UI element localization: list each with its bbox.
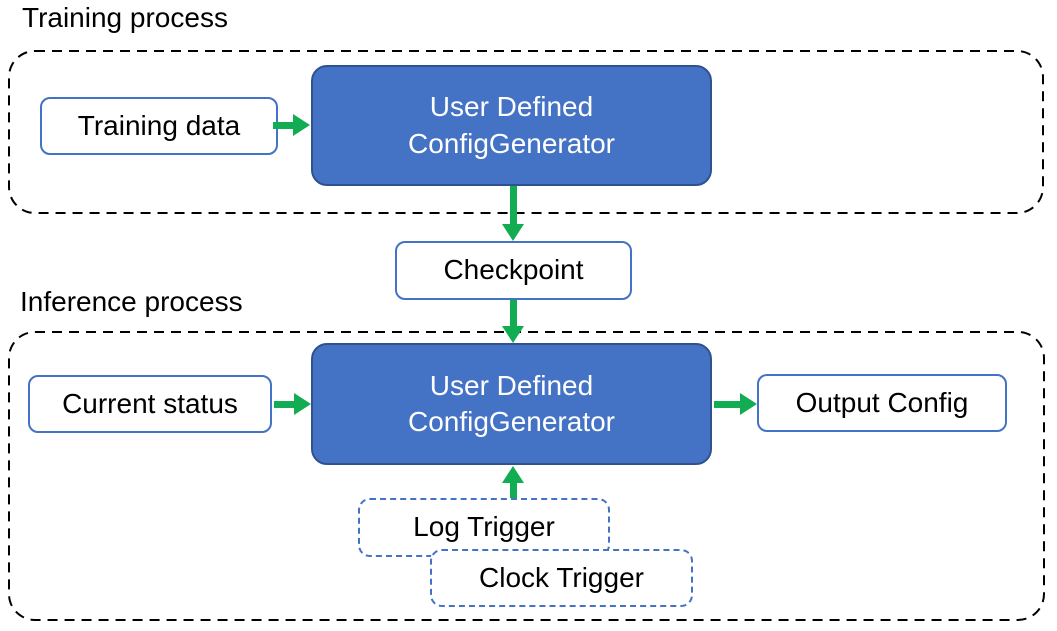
arrow-head xyxy=(502,326,524,343)
arrow-current-status-to-generator xyxy=(274,393,311,415)
training-config-generator-node: User Defined ConfigGenerator xyxy=(311,65,712,186)
arrow-generator-to-output-config xyxy=(714,393,757,415)
current-status-node: Current status xyxy=(28,375,272,433)
checkpoint-node: Checkpoint xyxy=(395,241,632,300)
clock-trigger-node: Clock Trigger xyxy=(430,549,693,607)
arrow-head xyxy=(502,224,524,241)
inference-process-container xyxy=(8,331,1045,621)
arrow-triggers-to-generator xyxy=(502,466,524,498)
arrow-head xyxy=(293,114,310,136)
arrow-head xyxy=(294,393,311,415)
checkpoint-label: Checkpoint xyxy=(443,254,584,286)
inference-config-generator-node: User Defined ConfigGenerator xyxy=(311,343,712,465)
arrow-shaft xyxy=(274,400,296,408)
arrow-generator-to-checkpoint xyxy=(502,186,524,241)
arrow-head xyxy=(740,393,757,415)
clock-trigger-label: Clock Trigger xyxy=(479,561,644,593)
arrow-shaft xyxy=(509,186,517,226)
training-data-label: Training data xyxy=(77,109,241,141)
output-config-label: Output Config xyxy=(795,386,969,418)
arrow-shaft xyxy=(714,400,742,408)
training-process-container xyxy=(8,50,1044,214)
output-config-node: Output Config xyxy=(757,374,1007,432)
arrow-training-data-to-generator xyxy=(273,114,310,136)
arrow-checkpoint-to-generator xyxy=(502,300,524,343)
inference-config-generator-label: User Defined ConfigGenerator xyxy=(407,369,615,437)
arrow-shaft xyxy=(273,121,295,129)
current-status-label: Current status xyxy=(62,387,238,419)
arrow-shaft xyxy=(509,300,517,328)
training-data-node: Training data xyxy=(40,97,278,155)
arrow-head xyxy=(502,466,524,483)
arrow-shaft xyxy=(509,481,517,498)
training-process-label: Training process xyxy=(22,2,228,33)
inference-process-label: Inference process xyxy=(20,286,243,317)
training-config-generator-label: User Defined ConfigGenerator xyxy=(407,91,615,159)
log-trigger-label: Log Trigger xyxy=(413,511,555,543)
